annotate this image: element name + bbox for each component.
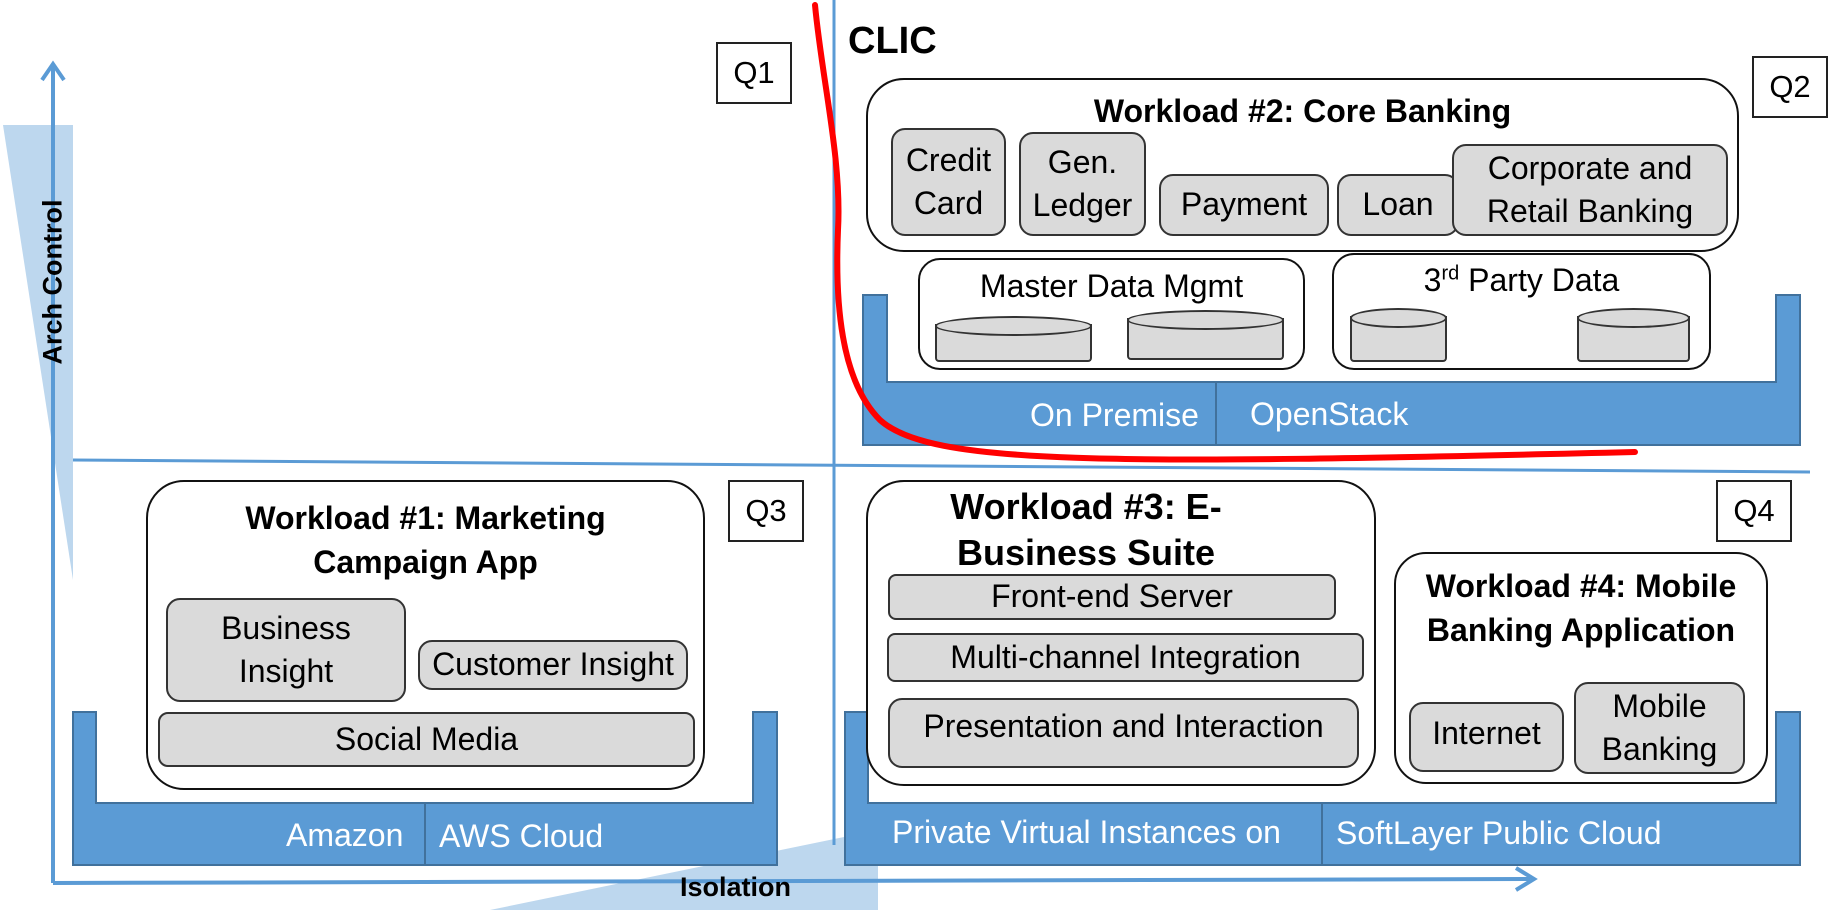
x-axis-label: Isolation [680,872,792,902]
quadrant-label-q4: Q4 [1716,480,1792,542]
q2-platform-tray [862,294,1801,446]
database-icon [935,316,1092,362]
component-front-end-server: Front-end Server [888,574,1336,620]
master-data-title: Master Data Mgmt [979,268,1244,304]
platform-label-softlayer-public-cloud: SoftLayer Public Cloud [1336,814,1662,851]
component-gen-ledger: Gen.Ledger [1019,132,1146,236]
platform-label-on-premise: On Premise [1030,396,1199,433]
platform-label-private-virtual-instances: Private Virtual Instances on [892,813,1281,850]
y-axis-arrowhead [40,60,66,82]
platform-label-amazon: Amazon [286,816,404,853]
quadrant-label-q3: Q3 [728,480,804,542]
workload2-title: Workload #2: Core Banking [1093,93,1512,129]
component-customer-insight: Customer Insight [418,640,688,690]
database-icon [1577,308,1690,362]
quadrant-label-q1: Q1 [716,42,792,104]
horizontal-divider [72,458,1811,474]
clic-boundary-curve [812,2,1638,463]
quadrant-label-q2: Q2 [1752,56,1828,118]
component-loan: Loan [1337,174,1459,236]
workload3-title: Workload #3: E-Business Suite [950,486,1222,574]
database-icon [1350,308,1447,362]
isolation-wedge [490,830,878,910]
x-axis-arrowhead [1514,866,1538,892]
platform-label-aws-cloud: AWS Cloud [439,817,604,854]
database-icon [1127,310,1284,360]
platform-label-openstack: OpenStack [1250,395,1409,432]
y-axis-label: Arch Control [37,199,68,365]
component-internet: Internet [1409,702,1564,772]
arch-control-wedge [3,125,73,580]
third-party-data-title: 3rd Party Data [1423,262,1620,298]
q3-platform-tray [72,711,778,866]
clic-label: CLIC [848,20,937,62]
component-social-media: Social Media [158,712,695,767]
component-multi-channel-integration: Multi-channel Integration [887,633,1364,682]
component-presentation-interaction: Presentation and Interaction [888,698,1359,768]
x-axis-line [52,877,1531,885]
component-payment: Payment [1159,174,1329,236]
